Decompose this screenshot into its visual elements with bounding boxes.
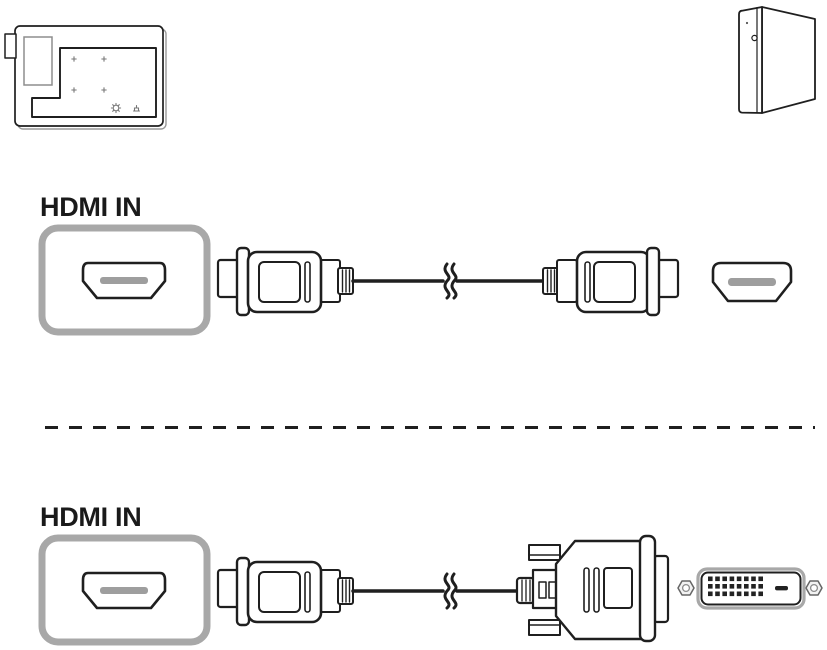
dvi-port-icon [677,567,823,610]
dvi-port-inner [700,571,802,606]
hdmi-in-label-bottom: HDMI IN [40,502,142,532]
screw-nut-right [805,580,823,596]
dvi-collar [638,534,657,643]
hdmi-connector-left [216,556,354,627]
dvi-port-frame [696,567,806,610]
hdmi-in-port-bottom [38,534,211,646]
cable-break-mark [443,262,458,300]
hdmi-in-port-top [38,224,211,336]
hdmi-in-label-top: HDMI IN [40,192,142,222]
hdmi-to-hdmi-cable-icon [216,246,680,317]
usb-port-icon [132,104,141,112]
dvi-blade-slot [775,586,788,591]
tower-front-face [738,6,763,114]
section-divider [45,426,815,430]
cable-break-mark [443,572,458,610]
tower-side-face [761,6,816,114]
display-back-panel-icon [4,25,167,130]
dvi-pins [708,576,788,597]
vesa-holes [71,56,107,93]
pc-tower-icon [738,6,816,114]
hdmi-connector-left [216,246,354,317]
dvi-connector-right [515,534,670,643]
stand-mount-plate [23,36,53,86]
thumbscrew-top [528,544,561,561]
screw-nut-left [677,580,695,596]
hdmi-tongue [100,587,148,594]
hdmi-plug-icon [711,261,793,303]
drive-led [745,21,749,25]
thumbscrew-bottom [528,619,561,636]
power-button-icon [751,34,758,42]
hdmi-tongue [100,277,148,284]
hdmi-plug-tongue [728,278,776,286]
hdmi-to-dvi-cable-icon [216,534,670,643]
hdmi-connector-right [542,246,680,317]
side-tab [4,33,17,59]
back-recess-outline [31,47,157,118]
gear-icon [110,102,122,114]
